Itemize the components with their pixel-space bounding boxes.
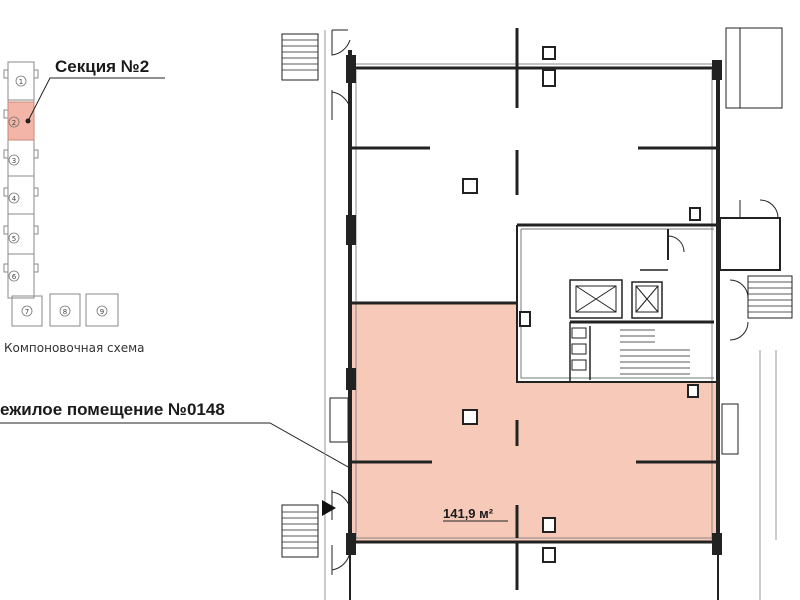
section-number-6: 6 xyxy=(12,273,17,281)
left-entrances xyxy=(281,29,351,575)
section-leader-dot xyxy=(25,118,31,124)
section-number-1: 1 xyxy=(19,78,23,86)
section-number-9: 9 xyxy=(100,308,104,316)
section-leader-line xyxy=(27,77,165,122)
entrance-arrow-icon xyxy=(322,500,336,516)
section-schematic: 1 2 3 4 5 6 7 8 9 Секция №2 Компоновочна… xyxy=(3,57,165,355)
plan-columns xyxy=(462,46,701,563)
section-number-5: 5 xyxy=(12,235,16,243)
core-elevators xyxy=(569,229,714,382)
schema-caption: Компоновочная схема xyxy=(4,341,145,355)
area-label: 141,9 м² xyxy=(443,506,494,521)
right-entrances xyxy=(719,27,793,600)
section-number-2: 2 xyxy=(12,119,16,127)
section-number-3: 3 xyxy=(12,157,16,165)
plan-walls xyxy=(324,28,722,600)
highlighted-premises-area xyxy=(349,302,719,543)
premises-label: ежилое помещение №0148 xyxy=(0,400,225,419)
section-number-8: 8 xyxy=(63,308,67,316)
section-number-7: 7 xyxy=(25,308,29,316)
section-label: Секция №2 xyxy=(55,57,149,76)
section-number-4: 4 xyxy=(12,195,17,203)
